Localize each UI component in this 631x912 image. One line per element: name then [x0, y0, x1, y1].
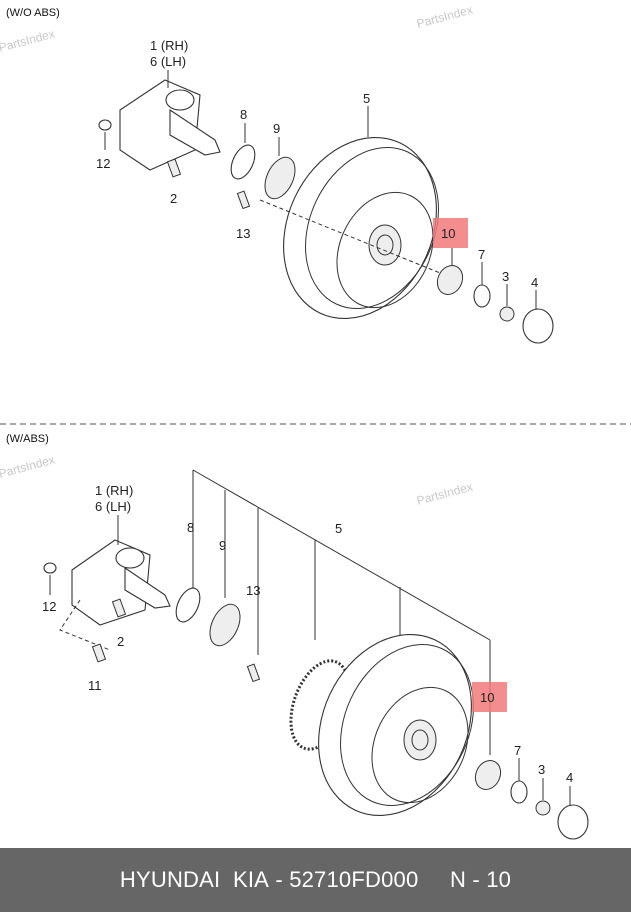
highlight-10 [472, 682, 507, 712]
seal-part-8 [175, 587, 201, 623]
label-2: 2 [170, 191, 177, 206]
label-3: 3 [502, 269, 509, 284]
knuckle-part [119, 79, 221, 171]
label-10: 10 [480, 690, 494, 705]
footer-bar: HYUNDAI KIA - 52710FD000 N - 10 [0, 848, 631, 912]
label-7: 7 [478, 247, 485, 262]
label-6: 6 (LH) [150, 54, 186, 69]
label-13: 13 [246, 583, 260, 598]
label-1: 1 (RH) [150, 38, 188, 53]
section-without-abs: (W/O ABS) 1 (RH) 6 (LH) 12 2 8 9 13 5 [6, 7, 554, 344]
label-7: 7 [514, 743, 521, 758]
label-4: 4 [531, 275, 538, 290]
seal-part-8 [230, 144, 256, 180]
label-12: 12 [42, 599, 56, 614]
label-2: 2 [117, 634, 124, 649]
label-9: 9 [273, 121, 280, 136]
brake-drum-part-5 [318, 633, 474, 817]
bearing-part-9 [264, 156, 296, 200]
footer-brand: HYUNDAI KIA [119, 867, 270, 892]
label-8: 8 [187, 520, 194, 535]
bolt-part-2 [111, 598, 127, 618]
highlight-10 [433, 218, 468, 248]
nut-part-12 [43, 562, 57, 574]
watermark: PartsIndex [0, 27, 56, 55]
bearing-part-9 [209, 603, 241, 647]
label-6: 6 (LH) [95, 499, 131, 514]
label-3: 3 [538, 762, 545, 777]
label-11: 11 [88, 678, 102, 693]
footer-separator: - [269, 867, 290, 892]
nut-part-3 [535, 800, 551, 816]
washer-part-7 [473, 284, 491, 308]
label-5: 5 [363, 91, 370, 106]
section-title: (W/O ABS) [6, 7, 60, 19]
washer-part-7 [510, 780, 528, 804]
label-10: 10 [441, 226, 455, 241]
cap-part-4 [522, 308, 554, 344]
label-5: 5 [335, 521, 342, 536]
nut-part-3 [499, 306, 515, 322]
bearing-part-10 [474, 759, 502, 791]
watermark: PartsIndex [415, 3, 474, 31]
section-with-abs: (W/ABS) 1 (RH) 6 (LH) 12 2 11 8 9 13 5 [6, 433, 589, 840]
bolt-part-13 [246, 663, 261, 683]
bolt-part-2 [166, 158, 182, 178]
watermark: PartsIndex [0, 453, 56, 481]
knuckle-part [71, 539, 171, 626]
bolt-part-11 [91, 643, 107, 663]
label-4: 4 [566, 770, 573, 785]
brake-drum-part-5 [283, 136, 439, 320]
parts-diagram: PartsIndex PartsIndex PartsIndex PartsIn… [0, 3, 631, 840]
label-8: 8 [240, 107, 247, 122]
label-12: 12 [96, 156, 110, 171]
section-title: (W/ABS) [6, 433, 49, 445]
footer-part-number: 52710FD000 [289, 867, 419, 892]
footer-position: N - 10 [449, 867, 512, 892]
nut-part-12 [98, 119, 112, 131]
watermark: PartsIndex [415, 480, 474, 508]
bolt-part-13 [236, 190, 251, 210]
bearing-part-10 [436, 264, 464, 296]
label-1: 1 (RH) [95, 483, 133, 498]
label-9: 9 [219, 538, 226, 553]
footer-spacer [418, 867, 450, 893]
label-13: 13 [236, 226, 250, 241]
cap-part-4 [557, 804, 589, 840]
